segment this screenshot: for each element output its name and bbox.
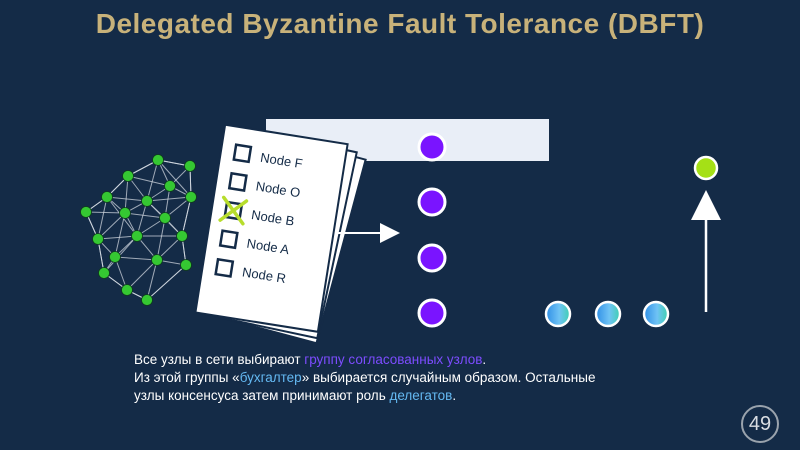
network-node	[141, 294, 153, 306]
ballot-checkbox	[227, 171, 248, 192]
network-edges	[85, 159, 192, 301]
network-node	[180, 259, 192, 271]
consensus-nodes	[544, 300, 670, 328]
network-node	[101, 191, 113, 203]
delegate-nodes	[417, 132, 447, 328]
network-node	[92, 233, 104, 245]
delegate-node	[417, 187, 447, 217]
check-mark	[218, 199, 249, 222]
network-edge	[146, 259, 158, 301]
network-edge	[85, 211, 126, 214]
delegate-node	[417, 243, 447, 273]
caption-highlight-delegates: делегатов	[389, 388, 453, 403]
network-edge	[124, 175, 129, 214]
network-edge	[136, 200, 148, 237]
network-edge	[146, 159, 159, 202]
network-edge	[97, 196, 108, 240]
network-edge	[103, 235, 138, 274]
ballot-item-label: Node A	[246, 236, 291, 258]
network-node	[164, 180, 176, 192]
network-node	[159, 212, 171, 224]
page-number: 49	[741, 405, 779, 443]
network-node	[176, 230, 188, 242]
caption-text-part: узлы консенсуса затем принимают роль	[134, 388, 390, 403]
network-edge	[97, 212, 126, 240]
network-node	[152, 154, 164, 166]
network-edge	[157, 159, 192, 198]
network-node	[109, 251, 121, 263]
consensus-node	[594, 300, 622, 328]
ballot-checkbox	[218, 229, 239, 250]
ballot-checkbox	[214, 257, 235, 278]
network-node	[131, 230, 143, 242]
caption-line-3: узлы консенсуса затем принимают роль дел…	[134, 387, 694, 405]
network-edge	[97, 235, 138, 240]
network-edge	[114, 212, 126, 258]
network-node	[80, 206, 92, 218]
ballot-item-label: Node O	[255, 178, 302, 200]
network-edge	[146, 196, 192, 202]
caption-highlight-accountant: бухгалтер	[239, 370, 302, 385]
ballot-checkbox	[223, 200, 244, 221]
caption-text-part: .	[452, 388, 457, 403]
network-edge	[124, 212, 166, 219]
network-node	[185, 191, 197, 203]
caption-text: Все узлы в сети выбирают группу согласов…	[134, 351, 694, 405]
delegate-node	[417, 132, 447, 162]
network-node	[141, 195, 153, 207]
network-nodes	[80, 154, 197, 306]
ballot-stack: Node F Node O Node B Node A Node R	[194, 123, 367, 345]
caption-text-part: Из этой группы «	[134, 370, 240, 385]
network-node	[121, 284, 133, 296]
consensus-node	[642, 300, 670, 328]
caption-line-1: Все узлы в сети выбирают группу согласов…	[134, 351, 694, 369]
network-edge	[126, 259, 158, 291]
ballot-checkbox	[232, 143, 253, 164]
speaker-node	[693, 155, 719, 181]
network-edge	[156, 217, 166, 261]
caption-text-part: .	[482, 352, 487, 367]
network-node	[122, 170, 134, 182]
ballot-paper: Node F Node O Node B Node A Node R	[194, 123, 349, 333]
network-edge	[106, 196, 148, 202]
caption-line-2: Из этой группы «бухгалтер» выбирается сл…	[134, 369, 694, 387]
network-node	[184, 160, 196, 172]
network-node	[151, 254, 163, 266]
network-node	[119, 207, 131, 219]
ballot-item-label: Node B	[250, 207, 295, 229]
caption-highlight-group: группу согласованных узлов	[304, 352, 483, 367]
slide-title: Delegated Byzantine Fault Tolerance (DBF…	[95, 8, 705, 39]
caption-text-part: Все узлы в сети выбирают	[134, 352, 305, 367]
ballot-item-label: Node R	[241, 264, 287, 286]
network-node	[98, 267, 110, 279]
ballot-item-label: Node F	[259, 150, 304, 171]
consensus-node	[544, 300, 572, 328]
network-edge	[127, 175, 171, 187]
caption-text-part: » выбирается случайным образом. Остальны…	[301, 370, 596, 385]
delegate-node	[417, 298, 447, 328]
network-edge	[114, 256, 158, 261]
